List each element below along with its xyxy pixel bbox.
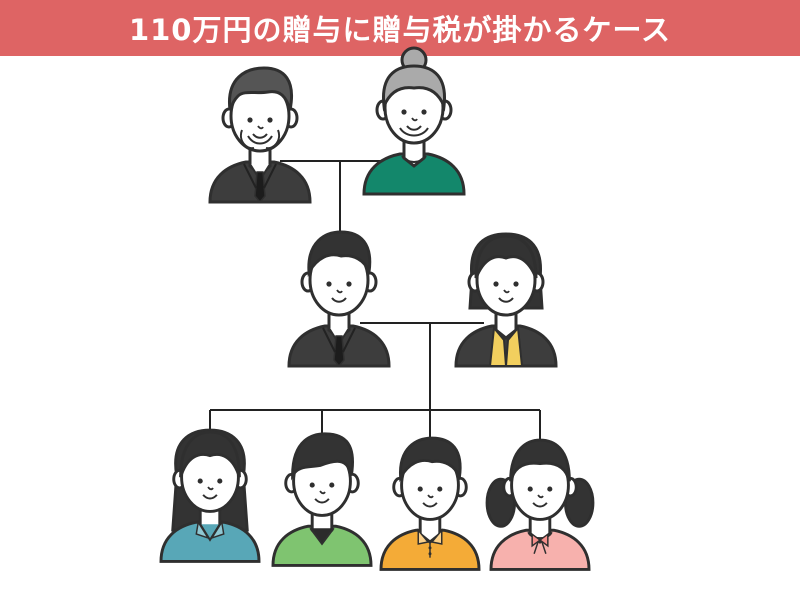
person-son-icon bbox=[271, 432, 373, 567]
person-grandmother-icon bbox=[362, 46, 466, 196]
person-grandfather-icon bbox=[208, 66, 312, 204]
people-icons bbox=[159, 46, 595, 571]
page-title: 110万円の贈与に贈与税が掛かるケース bbox=[128, 13, 672, 47]
person-mother-icon bbox=[454, 232, 558, 368]
person-son-younger-icon bbox=[379, 436, 481, 571]
person-daughter-icon bbox=[159, 428, 261, 563]
person-father-icon bbox=[287, 230, 391, 368]
title-banner: 110万円の贈与に贈与税が掛かるケース bbox=[0, 0, 800, 56]
person-daughter-younger-icon bbox=[485, 438, 595, 571]
